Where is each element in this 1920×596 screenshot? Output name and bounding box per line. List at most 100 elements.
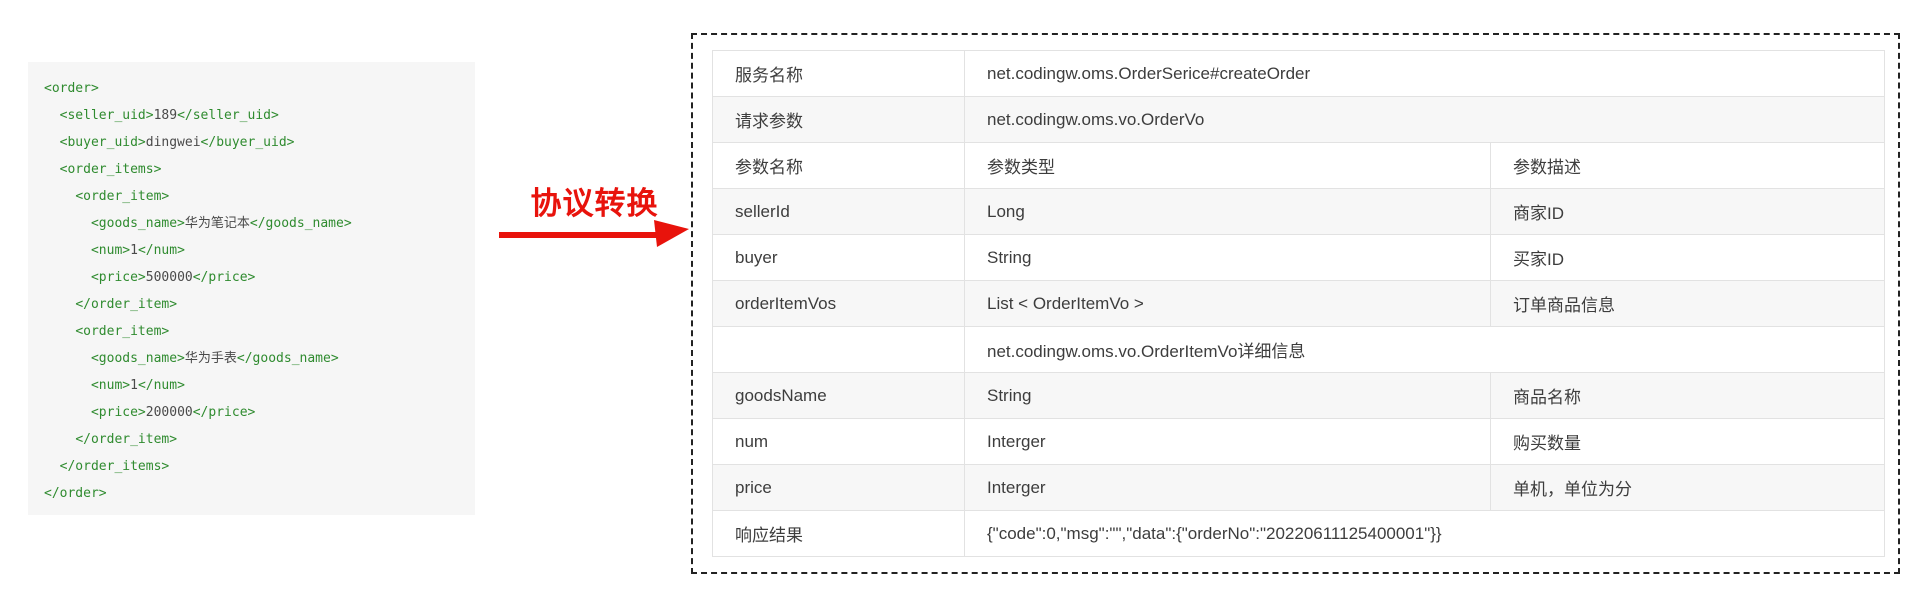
table-cell: goodsName [712, 372, 965, 419]
xml-value-token: 1 [130, 243, 138, 258]
xml-tag-token: <seller_uid> [59, 108, 154, 123]
xml-code-block: <order> <seller_uid>189</seller_uid> <bu… [28, 62, 475, 515]
xml-tag-token: </price> [192, 405, 256, 420]
xml-value-token: 200000 [145, 405, 193, 420]
xml-tag-token: <price> [90, 405, 146, 420]
xml-tag-token: <num> [90, 378, 131, 393]
table-cell: price [712, 464, 965, 511]
code-line: <num>1</num> [44, 237, 475, 264]
xml-tag-token: <order_items> [59, 162, 162, 177]
code-line: <seller_uid>189</seller_uid> [44, 102, 475, 129]
table-cell: sellerId [712, 188, 965, 235]
xml-tag-token: </buyer_uid> [200, 135, 295, 150]
table-row: 响应结果{"code":0,"msg":"","data":{"orderNo"… [712, 510, 1885, 557]
code-line: <order_item> [44, 183, 475, 210]
table-cell: net.codingw.oms.OrderSerice#createOrder [964, 50, 1885, 97]
code-line: <order> [44, 75, 475, 102]
xml-value-token [44, 243, 91, 258]
xml-value-token [44, 216, 91, 231]
xml-value-token [44, 108, 60, 123]
xml-tag-token: </goods_name> [236, 351, 339, 366]
table-cell: Interger [964, 418, 1491, 465]
xml-value-token: 华为笔记本 [184, 216, 250, 231]
xml-value-token [44, 324, 75, 339]
table-cell: buyer [712, 234, 965, 281]
xml-value-token [44, 405, 91, 420]
xml-value-token: 500000 [145, 270, 193, 285]
table-cell: 商品名称 [1490, 372, 1885, 419]
table-cell: 参数描述 [1490, 142, 1885, 189]
code-line: <buyer_uid>dingwei</buyer_uid> [44, 129, 475, 156]
xml-tag-token: </order_items> [59, 459, 170, 474]
xml-tag-token: </num> [137, 243, 185, 258]
table-cell: {"code":0,"msg":"","data":{"orderNo":"20… [964, 510, 1885, 557]
code-line: </order_item> [44, 426, 475, 453]
code-line: <order_item> [44, 318, 475, 345]
xml-value-token [44, 297, 75, 312]
xml-value-token [44, 351, 91, 366]
table-cell: 订单商品信息 [1490, 280, 1885, 327]
xml-value-token [44, 459, 60, 474]
table-cell: List < OrderItemVo > [964, 280, 1491, 327]
table-row: 参数名称参数类型参数描述 [712, 142, 1885, 189]
code-line: <price>500000</price> [44, 264, 475, 291]
xml-tag-token: </price> [192, 270, 256, 285]
code-line: <order_items> [44, 156, 475, 183]
table-cell: Interger [964, 464, 1491, 511]
xml-value-token: 1 [130, 378, 138, 393]
conversion-arrow-label: 协议转换 [530, 186, 659, 221]
code-line: <goods_name>华为手表</goods_name> [44, 345, 475, 372]
code-line: <price>200000</price> [44, 399, 475, 426]
xml-value-token [44, 135, 60, 150]
xml-tag-token: </num> [137, 378, 185, 393]
table-cell: Long [964, 188, 1491, 235]
code-line: <goods_name>华为笔记本</goods_name> [44, 210, 475, 237]
table-row: net.codingw.oms.vo.OrderItemVo详细信息 [712, 326, 1885, 373]
xml-tag-token: <order> [44, 81, 99, 96]
xml-tag-token: <order_item> [75, 324, 170, 339]
table-cell: num [712, 418, 965, 465]
xml-tag-token: </goods_name> [249, 216, 352, 231]
table-cell: 买家ID [1490, 234, 1885, 281]
table-cell: 购买数量 [1490, 418, 1885, 465]
table-cell: net.codingw.oms.vo.OrderVo [964, 96, 1885, 143]
xml-tag-token: <goods_name> [90, 351, 185, 366]
right-arrow-icon [499, 220, 689, 247]
xml-tag-token: </order_item> [75, 432, 178, 447]
xml-value-token [44, 378, 91, 393]
xml-value-token [44, 162, 60, 177]
code-line: </order> [44, 480, 475, 507]
table-cell: 参数名称 [712, 142, 965, 189]
table-cell: String [964, 372, 1491, 419]
xml-tag-token: <goods_name> [90, 216, 185, 231]
table-cell: 服务名称 [712, 50, 965, 97]
xml-tag-token: <order_item> [75, 189, 170, 204]
code-line: <num>1</num> [44, 372, 475, 399]
xml-tag-token: </seller_uid> [177, 108, 279, 123]
table-cell: 请求参数 [712, 96, 965, 143]
xml-value-token [44, 189, 75, 204]
table-cell: orderItemVos [712, 280, 965, 327]
xml-tag-token: <num> [90, 243, 131, 258]
xml-tag-token: <price> [90, 270, 146, 285]
table-cell: 参数类型 [964, 142, 1491, 189]
code-line: </order_items> [44, 453, 475, 480]
table-cell: 单机，单位为分 [1490, 464, 1885, 511]
xml-tag-token: </order_item> [75, 297, 178, 312]
xml-value-token [44, 432, 75, 447]
xml-value-token: 华为手表 [184, 351, 237, 366]
conversion-arrow-group: 协议转换 [497, 178, 692, 258]
table-cell [712, 326, 965, 373]
xml-tag-token: </order> [44, 486, 107, 501]
table-cell: String [964, 234, 1491, 281]
